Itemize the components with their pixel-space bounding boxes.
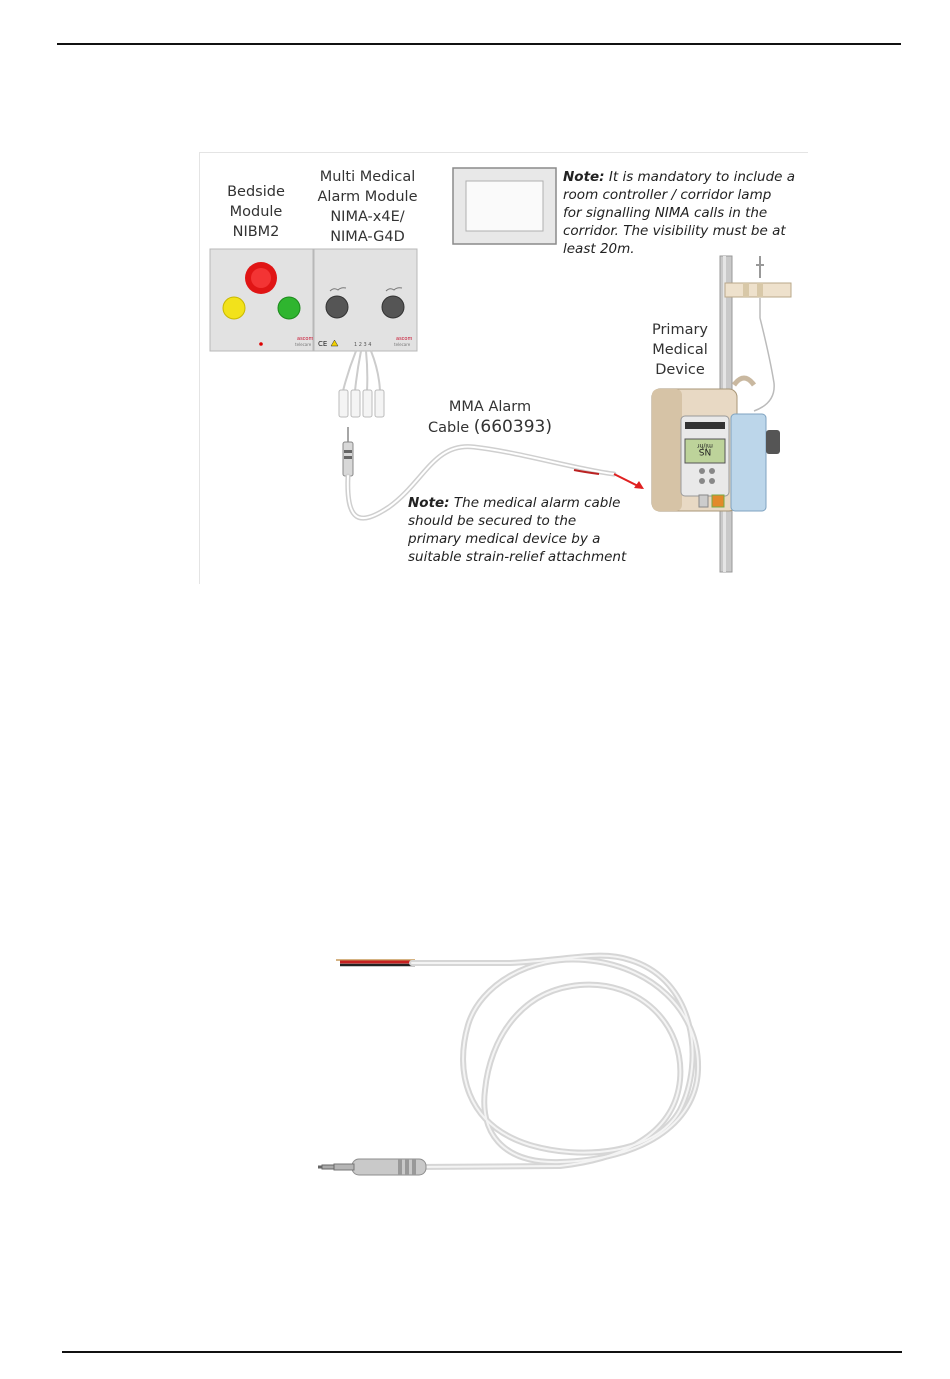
note-bottom-line4: suitable strain-relief attachment [408,549,627,565]
brand-text-2: ascom [396,336,412,342]
note-bottom-label: Note: [408,495,450,511]
pump-screen [684,438,726,464]
primary-line1: Primary [651,322,709,338]
cable-line2a: Cable [428,420,474,436]
alarm-button-1 [325,295,349,319]
jack-plug-photo [318,1158,427,1176]
bedside-module: ascom telecare [209,248,314,352]
footer-rule [62,1351,902,1353]
alarm-module: CE 1 2 3 4 ascom telecare [313,248,418,352]
note-strain-relief: Note: The medical alarm cable should be … [408,494,648,566]
alarm-button-2 [381,295,405,319]
note-bottom-line1: The medical alarm cable [449,495,621,511]
note-top-label: Note: [563,169,605,185]
alarm-line4: NIMA-G4D [330,229,405,245]
jack-plug [342,427,354,477]
cable-line1: MMA Alarm [448,399,532,415]
corridor-lamp [452,167,557,245]
ce-mark: CE [318,340,327,348]
diagram-svg: ascom telecare CE 1 2 3 4 ascom telecare [199,152,808,584]
note-top-line1: It is mandatory to include a [604,169,796,185]
note-bottom-line2: should be secured to the [408,513,577,529]
warning-icon [330,339,339,347]
primary-line2: Medical [652,342,708,358]
installation-diagram: ascom telecare CE 1 2 3 4 ascom telecare [199,152,808,584]
brand-sub-1: telecare [295,342,312,347]
primary-device-label: Primary Medical Device [642,320,718,380]
bedside-line3: NIBM2 [232,224,280,240]
bedside-line1: Bedside [227,184,285,200]
pump-screen-b: ml/hr [697,442,713,449]
note-top-line4: corridor. The visibility must be at [563,223,786,239]
cable-label: MMA Alarm Cable (660393) [425,397,555,438]
primary-line3: Device [655,362,705,378]
note-top-line5: least 20m. [563,241,635,257]
port-numbers: 1 2 3 4 [354,342,372,348]
note-corridor-lamp: Note: It is mandatory to include a room … [563,168,803,258]
bedside-line2: Module [229,204,283,220]
cable-part-number: (660393) [473,417,552,437]
cable-photo [300,930,730,1190]
cable-connectors [338,350,385,418]
header-rule [57,43,901,45]
alarm-line3: NIMA-x4E/ [330,209,405,225]
bedside-module-label: Bedside Module NIBM2 [219,182,293,242]
alarm-module-label: Multi Medical Alarm Module NIMA-x4E/ NIM… [305,167,430,247]
infusion-pump: NS ml/hr [651,375,780,512]
note-bottom-line3: primary medical device by a [408,531,601,547]
yellow-lamp [222,296,246,320]
green-lamp [277,296,301,320]
brand-text-1: ascom [297,336,313,342]
pump-screen-a: NS [698,446,711,456]
alarm-line1: Multi Medical [319,169,416,185]
note-top-line2: room controller / corridor lamp [563,187,772,203]
note-top-line3: for signalling NIMA calls in the [563,205,768,221]
alarm-line2: Alarm Module [317,189,418,205]
cable-photo-svg [318,952,702,1176]
brand-sub-2: telecare [394,342,411,347]
